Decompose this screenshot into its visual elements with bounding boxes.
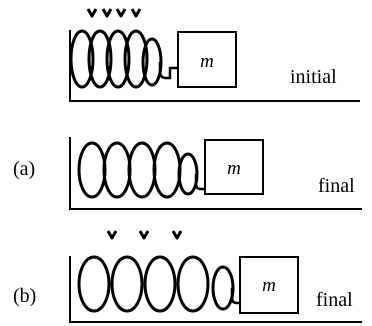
spring-coil (176, 255, 210, 313)
marker-chevron (106, 230, 118, 240)
mass-block (239, 256, 299, 314)
panel-label: (b) (13, 285, 36, 307)
mass-block (177, 31, 237, 88)
state-label: final (318, 175, 355, 197)
spring-coil (143, 255, 177, 313)
spring-coil (69, 29, 95, 89)
spring-coil (211, 265, 235, 311)
markers-initial (86, 8, 142, 18)
state-label: initial (290, 66, 337, 88)
marker-chevron (86, 8, 98, 18)
spring-hook (158, 62, 178, 80)
marker-chevron (115, 8, 127, 18)
marker-chevron (138, 230, 150, 240)
spring-coil (177, 152, 199, 196)
spring-coil (123, 29, 149, 89)
mass-label: m (200, 51, 214, 72)
marker-chevron (171, 230, 183, 240)
markers-b (106, 230, 183, 240)
spring-hook (230, 288, 241, 305)
spring-coil (77, 255, 111, 313)
spring-hook (194, 174, 205, 191)
spring-coil (77, 141, 107, 199)
spring-b (77, 255, 241, 313)
spring-coil (87, 29, 113, 89)
marker-chevron (101, 8, 113, 18)
marker-chevron (130, 8, 142, 18)
spring-a (77, 141, 205, 199)
mass-label: m (262, 275, 276, 296)
panel-initial: m initial (69, 8, 360, 102)
spring-coil (102, 141, 132, 199)
mass-label: m (227, 158, 241, 179)
spring-coil (152, 141, 182, 199)
wall-and-floor (69, 256, 362, 323)
state-label: final (316, 289, 353, 311)
panel-label: (a) (13, 158, 35, 180)
spring-coil (127, 141, 157, 199)
panel-a: (a) m final (13, 137, 362, 210)
mass-block (204, 139, 264, 195)
spring-initial (69, 29, 178, 89)
wall-and-floor (69, 137, 362, 210)
panel-b: (b) m final (13, 230, 362, 323)
spring-coil (110, 255, 144, 313)
spring-coil (105, 29, 131, 89)
